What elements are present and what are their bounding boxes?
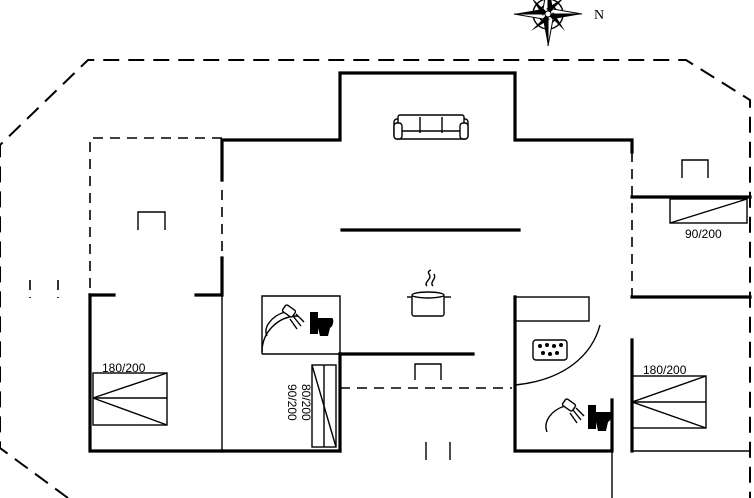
shower-icon bbox=[265, 304, 305, 337]
right-bathroom-wall bbox=[513, 295, 614, 453]
window-middle bbox=[414, 363, 442, 380]
left-room-outline bbox=[89, 137, 222, 295]
bunk-bed-middle: 80/200 90/200 bbox=[285, 364, 337, 448]
shower-icon bbox=[545, 398, 585, 433]
toilet-icon bbox=[310, 312, 334, 336]
bed-left: 180/200 bbox=[92, 361, 168, 426]
left-bedroom-wall bbox=[88, 293, 224, 453]
bed-right: 180/200 bbox=[631, 363, 707, 429]
bed-top-right-label: 90/200 bbox=[685, 227, 722, 241]
cooking-pot-icon bbox=[407, 269, 451, 317]
middle-bathroom-wall bbox=[261, 295, 341, 354]
window-left bbox=[137, 211, 166, 230]
bed-left-label: 180/200 bbox=[102, 361, 146, 375]
toilet-icon bbox=[588, 405, 612, 431]
bunk-label-a: 80/200 bbox=[299, 384, 313, 421]
compass-rose-icon bbox=[513, 0, 583, 47]
bunk-label-b: 90/200 bbox=[285, 384, 299, 421]
north-label: N bbox=[594, 8, 604, 23]
bed-top-right: 90/200 bbox=[669, 198, 748, 241]
terrace-outline bbox=[0, 59, 751, 498]
sofa-icon bbox=[393, 114, 469, 140]
bed-right-label: 180/200 bbox=[643, 363, 687, 377]
window-top-right bbox=[681, 159, 709, 178]
sauna-icon bbox=[532, 339, 568, 361]
right-bathroom-counter bbox=[514, 296, 590, 322]
living-room-wall bbox=[220, 71, 634, 182]
